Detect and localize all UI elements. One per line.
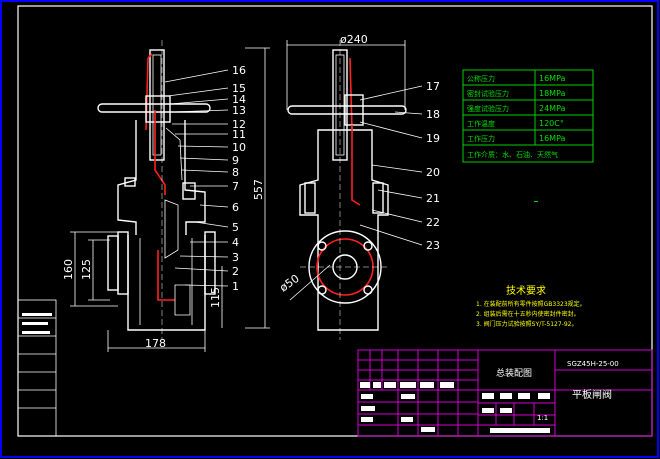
spec-value-4: 16MPa — [539, 134, 566, 143]
balloon-labels-left: 16 15 14 13 12 11 10 9 8 7 6 5 4 3 2 1 — [232, 64, 246, 293]
spec-value-3: 120C° — [539, 119, 564, 128]
spec-value-2: 24MPa — [539, 104, 566, 113]
tech-requirements: 技术要求 1. 在装配前所有零件按照GB3323规定。 2. 组装后需在十五秒内… — [476, 284, 586, 328]
balloon-22: 22 — [426, 216, 440, 229]
balloon-12: 12 — [232, 118, 246, 131]
drawing-code: SGZ45H-25-00 — [567, 360, 619, 368]
balloon-11: 11 — [232, 128, 246, 141]
tech-item-1: 1. 在装配前所有零件按照GB3323规定。 — [476, 300, 586, 308]
balloon-13: 13 — [232, 104, 246, 117]
section-view — [97, 40, 216, 340]
balloon-6: 6 — [232, 201, 239, 214]
spec-label-3: 工作温度 — [467, 119, 495, 128]
dim-557: 557 — [252, 179, 265, 200]
balloon-10: 10 — [232, 141, 246, 154]
balloon-9: 9 — [232, 154, 239, 167]
spec-table: 公称压力 16MPa 密封试验压力 18MPa 强度试验压力 24MPa 工作温… — [462, 69, 594, 163]
dim-50: ø50 — [277, 272, 301, 295]
balloon-23: 23 — [426, 239, 440, 252]
side-view — [287, 40, 407, 340]
balloon-18: 18 — [426, 108, 440, 121]
scale-value: 1:1 — [537, 414, 548, 422]
tech-item-2: 2. 组装后需在十五秒内使密封件密封。 — [476, 310, 580, 318]
balloon-21: 21 — [426, 192, 440, 205]
product-name: 平板闸阀 — [572, 388, 612, 401]
spec-label-4: 工作压力 — [467, 134, 495, 143]
drawing-name: 总装配图 — [496, 367, 532, 379]
balloon-16: 16 — [232, 64, 246, 77]
dim-178: 178 — [145, 337, 166, 350]
mark-dot — [534, 201, 538, 202]
balloon-5: 5 — [232, 221, 239, 234]
spec-value-1: 18MPa — [539, 89, 566, 98]
tech-title: 技术要求 — [506, 284, 546, 297]
balloon-7: 7 — [232, 180, 239, 193]
balloon-labels-right: 17 18 19 20 21 22 23 — [426, 80, 440, 252]
balloon-leaders-right — [359, 85, 423, 246]
balloon-20: 20 — [426, 166, 440, 179]
balloon-19: 19 — [426, 132, 440, 145]
balloon-15: 15 — [232, 82, 246, 95]
spec-label-1: 密封试验压力 — [467, 89, 509, 98]
balloon-3: 3 — [232, 251, 239, 264]
balloon-1: 1 — [232, 280, 239, 293]
dim-240: ø240 — [340, 33, 368, 46]
spec-label-2: 强度试验压力 — [467, 104, 509, 113]
spec-label-5: 工作介质：水、石油、天然气 — [467, 150, 558, 159]
balloon-4: 4 — [232, 236, 239, 249]
side-table — [17, 299, 57, 437]
balloon-leaders-left — [164, 69, 229, 287]
tech-item-3: 3. 阀门压力试验按照SY/T-5127-92。 — [476, 320, 577, 328]
spec-value-0: 16MPa — [539, 74, 566, 83]
dim-125: 125 — [80, 259, 93, 280]
dimensions-right: ø240 ø50 — [277, 33, 406, 301]
balloon-14: 14 — [232, 93, 246, 106]
title-block: 总装配图 SGZ45H-25-00 平板闸阀 1:1 — [357, 349, 653, 437]
balloon-2: 2 — [232, 265, 239, 278]
inner-frame — [17, 5, 653, 437]
balloon-8: 8 — [232, 166, 239, 179]
spec-label-0: 公称压力 — [467, 74, 495, 83]
dim-115: 115 — [209, 287, 222, 308]
dimensions-left: 557 160 125 115 178 — [62, 47, 270, 352]
dim-160: 160 — [62, 259, 75, 280]
balloon-17: 17 — [426, 80, 440, 93]
